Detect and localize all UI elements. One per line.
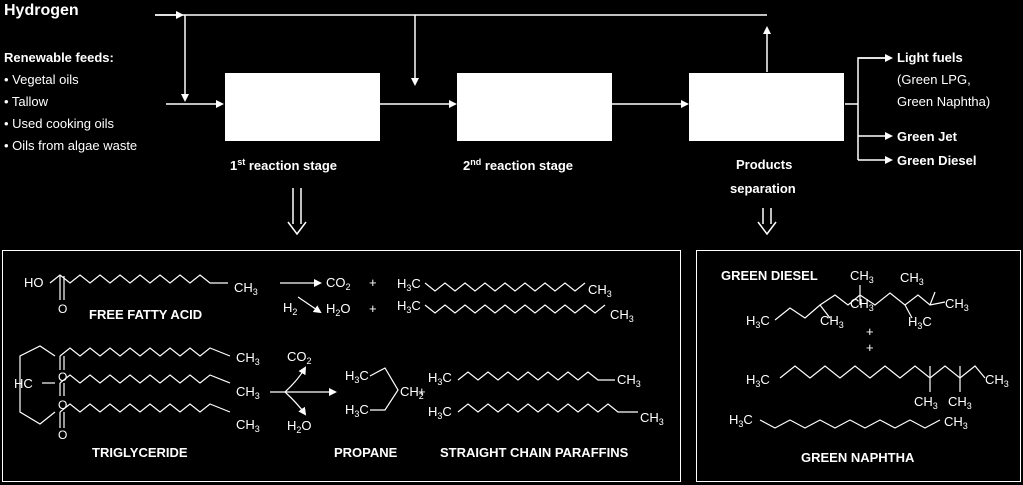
reaction-stage-1-box xyxy=(225,73,380,141)
output-green-jet: Green Jet xyxy=(897,129,957,144)
double-arrow-right xyxy=(757,208,777,236)
h2o-label-ffa: H2O xyxy=(326,301,351,318)
co2-label-tg: CO2 xyxy=(287,349,312,366)
propane-h3c: H3C xyxy=(345,368,369,385)
triglyceride-reaction-arrows xyxy=(270,366,337,416)
output-branch xyxy=(857,57,886,160)
output-light-sub-2: Green Naphtha) xyxy=(897,94,991,109)
naphtha-ch3: CH3 xyxy=(944,414,968,431)
ch3-label: CH3 xyxy=(588,282,612,299)
h3c-label: H3C xyxy=(397,298,421,315)
hc-label: HC xyxy=(14,376,33,391)
tg-o-label: O xyxy=(58,428,68,442)
output-light-sub-1: (Green LPG, xyxy=(897,72,971,87)
paraffin-chains-ffa xyxy=(424,282,606,314)
ffa-ch3: CH3 xyxy=(234,280,258,297)
feed-item: • Used cooking oils xyxy=(4,116,115,131)
isoparaffin-structure xyxy=(779,365,986,392)
iso-ch3: CH3 xyxy=(985,372,1009,389)
propane-title: PROPANE xyxy=(334,445,398,460)
separation-label-1: Products xyxy=(736,157,793,172)
h3c-label: H3C xyxy=(428,370,452,387)
ch3-label: CH3 xyxy=(610,307,634,324)
tg-ch3: CH3 xyxy=(236,384,260,401)
triglyceride-structure xyxy=(19,345,231,428)
chemistry-panel-right xyxy=(696,250,1021,482)
tg-o-label: O xyxy=(58,370,68,384)
green-diesel-title: GREEN DIESEL xyxy=(721,268,818,283)
output-light-fuels: Light fuels xyxy=(897,50,963,65)
gd-ch3: CH3 xyxy=(850,296,874,313)
gd-ch3: CH3 xyxy=(945,296,969,313)
stage-2-label: 2nd reaction stage xyxy=(463,157,573,173)
gd-ch3: CH3 xyxy=(850,268,874,285)
green-naphtha-title: GREEN NAPHTHA xyxy=(801,450,915,465)
gd-ch3: CH3 xyxy=(900,270,924,287)
iso-ch3: CH3 xyxy=(914,394,938,411)
iso-ch3: CH3 xyxy=(948,394,972,411)
chemistry-panel-left xyxy=(2,250,681,482)
plus-sign: + xyxy=(866,340,874,355)
feed-item: • Oils from algae waste xyxy=(4,138,138,153)
gd-h3c: H3C xyxy=(746,313,770,330)
propane-h3c: H3C xyxy=(345,402,369,419)
gd-h3c: H3C xyxy=(908,314,932,331)
separation-label-2: separation xyxy=(730,181,796,196)
renewable-feeds-title: Renewable feeds: xyxy=(4,50,114,65)
paraffin-chains-tg xyxy=(457,371,638,413)
h3c-label: H3C xyxy=(428,404,452,421)
products-separation-box xyxy=(689,73,844,141)
triglyceride-title: TRIGLYCERIDE xyxy=(92,445,188,460)
green-naphtha-structure xyxy=(759,419,941,429)
ffa-title: FREE FATTY ACID xyxy=(89,307,203,322)
tg-o-label: O xyxy=(58,398,68,412)
propane-ch2: CH2 xyxy=(400,384,424,401)
reaction-stage-2-box xyxy=(457,73,612,141)
ch3-label: CH3 xyxy=(640,410,664,427)
h2o-label-tg: H2O xyxy=(287,418,312,435)
co2-label-ffa: CO2 xyxy=(326,275,351,292)
plus-sign: + xyxy=(866,324,874,339)
ho-label: HO xyxy=(24,275,44,290)
stage-1-label: 1st reaction stage xyxy=(230,157,338,173)
green-diesel-structure xyxy=(774,285,946,321)
naphtha-h3c: H3C xyxy=(729,412,753,429)
ffa-reaction-arrows xyxy=(280,279,322,314)
ch3-label: CH3 xyxy=(617,372,641,389)
hydrogen-label: Hydrogen xyxy=(4,2,79,19)
ffa-o-label: O xyxy=(58,302,68,316)
gd-ch3: CH3 xyxy=(820,313,844,330)
iso-h3c: H3C xyxy=(746,372,770,389)
tg-ch3: CH3 xyxy=(236,417,260,434)
propane-structure xyxy=(369,367,399,411)
double-arrow-left xyxy=(287,188,307,236)
feed-item: • Vegetal oils xyxy=(4,72,79,87)
h2-label: H2 xyxy=(283,300,298,317)
tg-ch3: CH3 xyxy=(236,350,260,367)
ffa-structure xyxy=(49,274,228,300)
plus-sign: + xyxy=(369,301,377,316)
feed-item: • Tallow xyxy=(4,94,49,109)
plus-sign: + xyxy=(418,384,426,399)
h3c-label: H3C xyxy=(397,276,421,293)
output-green-diesel: Green Diesel xyxy=(897,153,977,168)
paraffins-title: STRAIGHT CHAIN PARAFFINS xyxy=(440,445,629,460)
plus-sign: + xyxy=(369,275,377,290)
